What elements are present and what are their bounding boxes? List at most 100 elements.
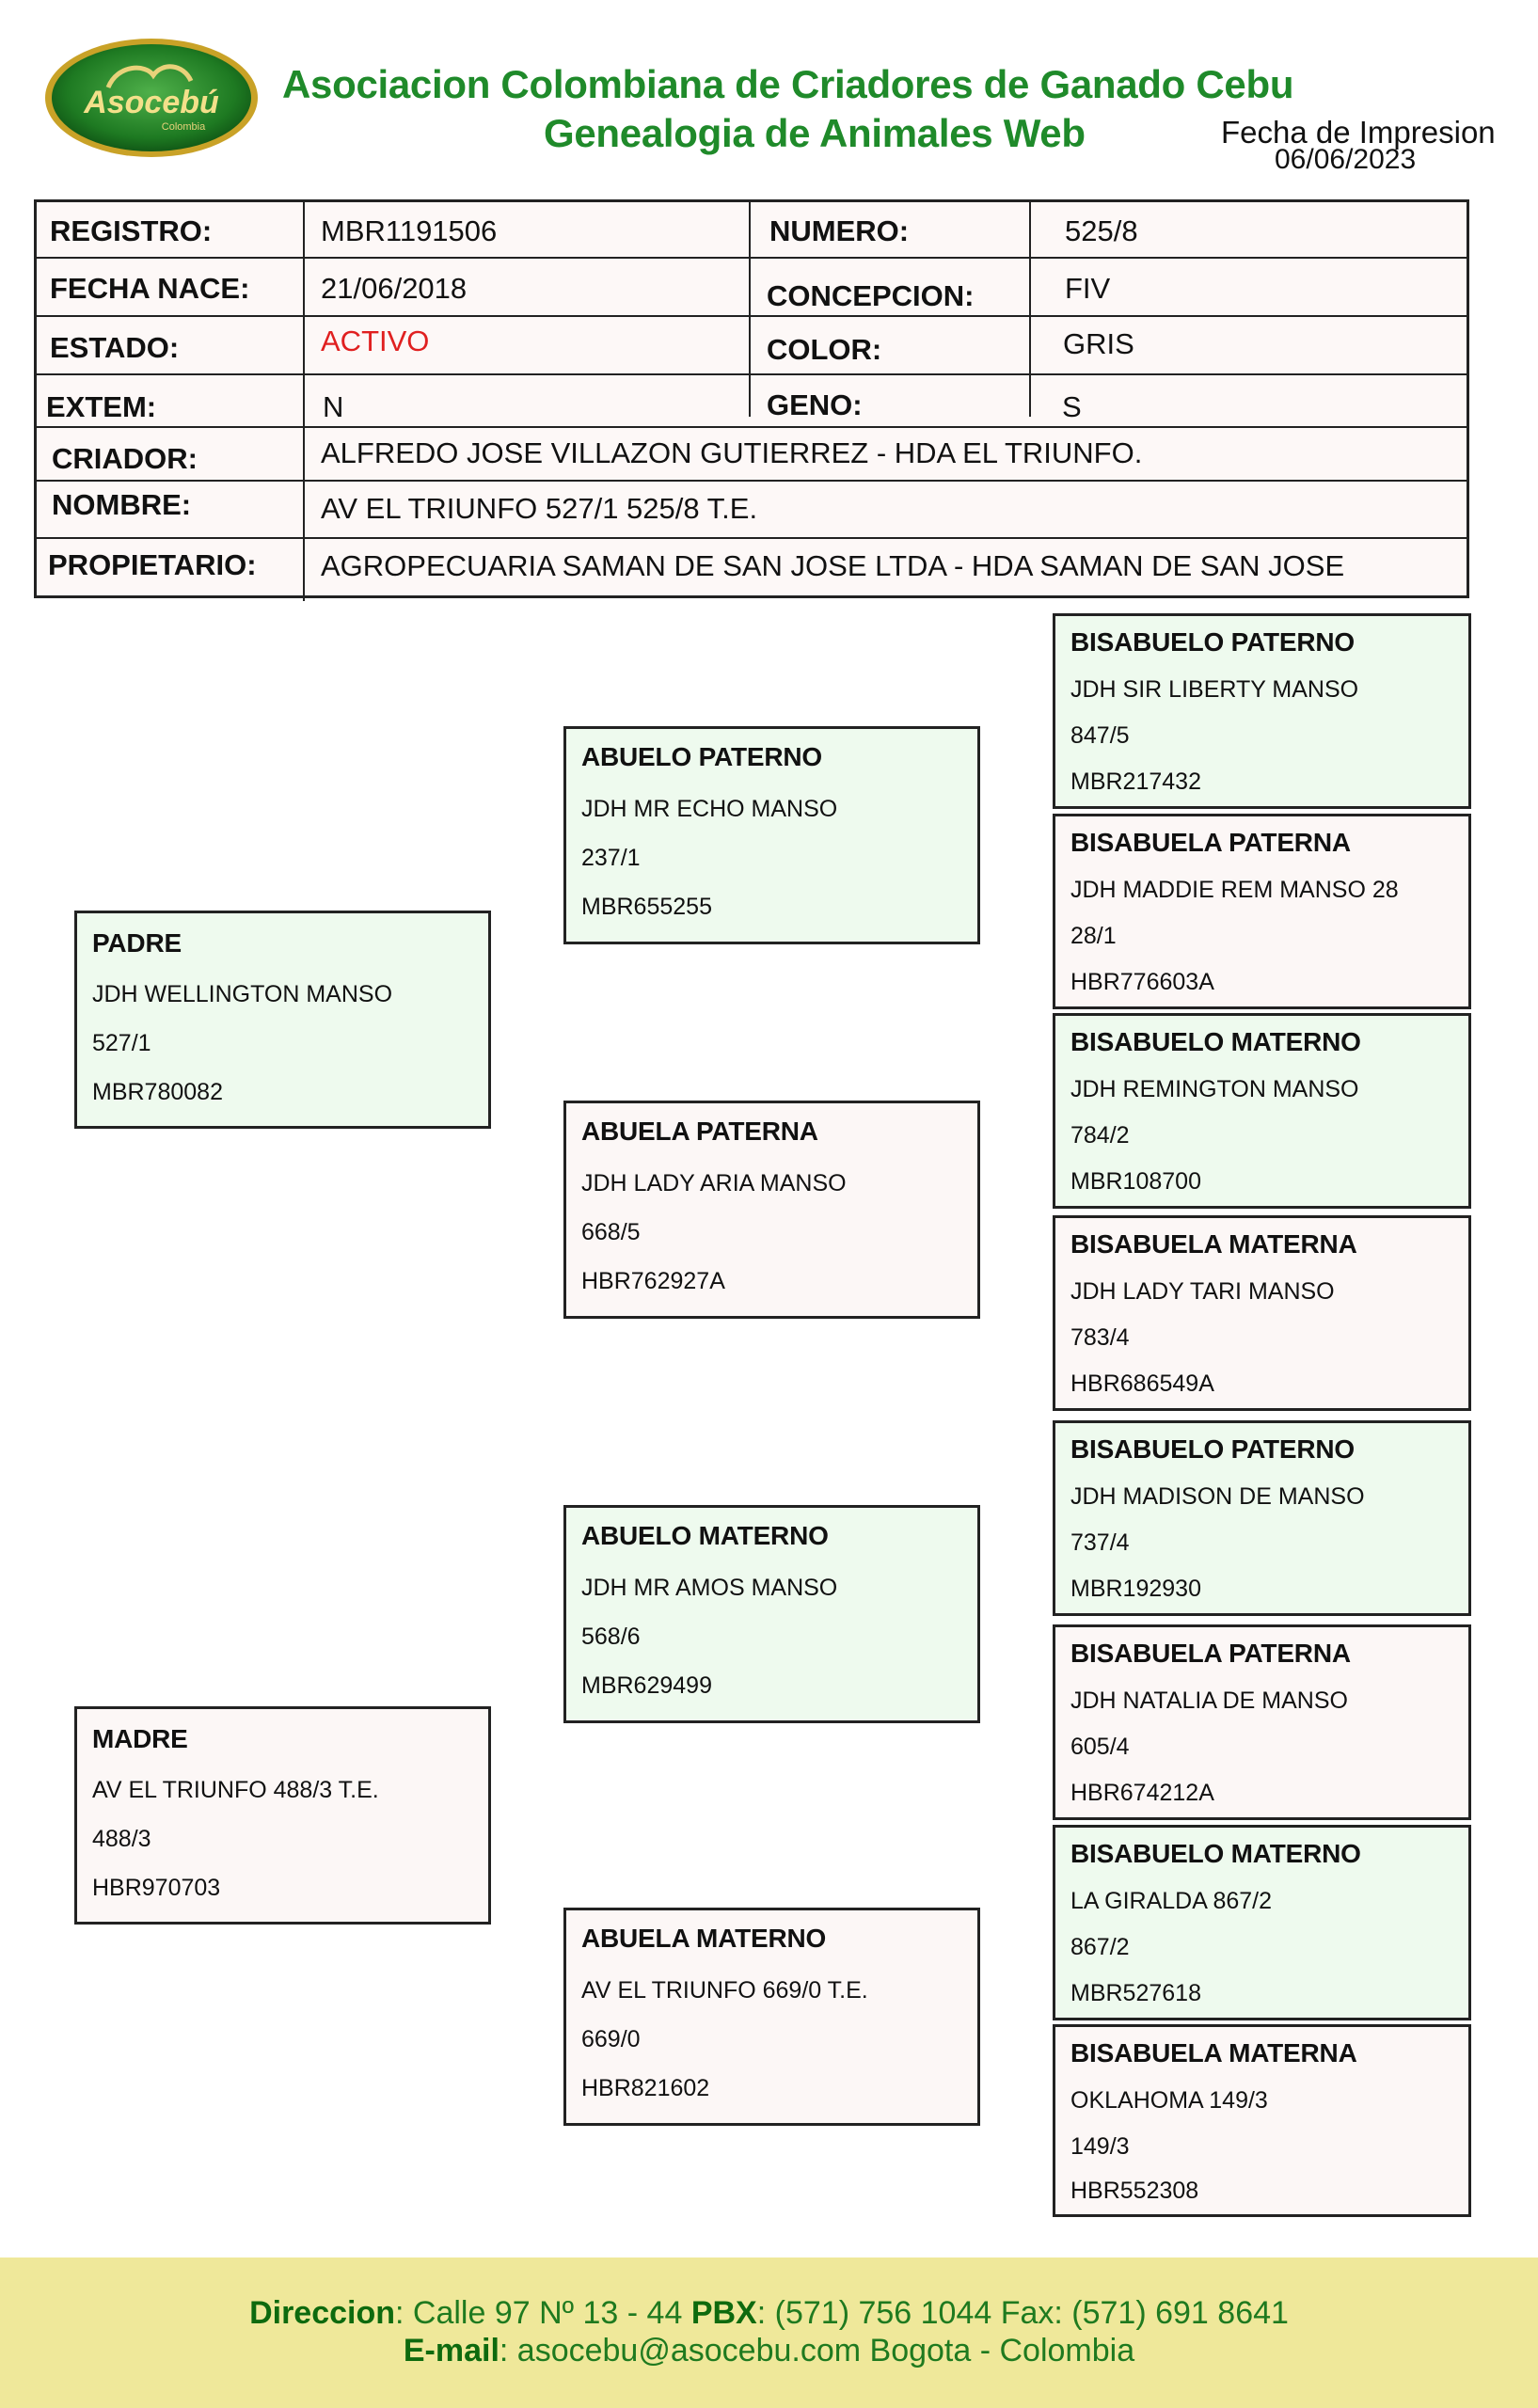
card-name: JDH MADISON DE MANSO: [1070, 1483, 1365, 1510]
card-title: BISABUELO MATERNO: [1070, 1027, 1361, 1056]
card-name: LA GIRALDA 867/2: [1070, 1888, 1273, 1914]
table-divider: [1029, 202, 1031, 417]
card-name: JDH MADDIE REM MANSO 28: [1070, 877, 1399, 903]
card-title: ABUELA MATERNO: [581, 1924, 827, 1953]
card-title: ABUELO PATERNO: [581, 742, 822, 771]
card-registro: MBR192930: [1070, 1576, 1201, 1602]
card-name: JDH MR ECHO MANSO: [581, 796, 838, 822]
pbx-value: : (571) 756 1044 Fax: (571) 691 8641: [756, 2295, 1289, 2331]
logo-text: Asocebú: [83, 85, 219, 120]
table-divider: [37, 426, 1467, 428]
card-title: BISABUELA MATERNA: [1070, 1229, 1357, 1259]
card-number: 488/3: [92, 1826, 151, 1852]
registro-value: MBR1191506: [321, 214, 498, 247]
email-value[interactable]: : asocebu@asocebu.com Bogota - Colombia: [499, 2333, 1135, 2368]
print-date-label: Fecha de Impresion: [1221, 115, 1496, 150]
card-title: MADRE: [92, 1724, 188, 1753]
card-number: 847/5: [1070, 722, 1130, 749]
bisabuela-card: BISABUELA MATERNA JDH LADY TARI MANSO 78…: [1053, 1215, 1471, 1411]
table-divider: [303, 202, 305, 601]
extem-label: EXTEM:: [46, 390, 157, 423]
card-number: 784/2: [1070, 1122, 1130, 1149]
card-registro: HBR970703: [92, 1875, 221, 1901]
card-name: JDH LADY TARI MANSO: [1070, 1278, 1335, 1305]
card-title: BISABUELA MATERNA: [1070, 2038, 1357, 2067]
card-name: JDH NATALIA DE MANSO: [1070, 1687, 1348, 1714]
color-label: COLOR:: [767, 333, 882, 366]
table-divider: [37, 480, 1467, 482]
print-date: 06/06/2023: [1275, 144, 1417, 175]
footer: Direccion: Calle 97 Nº 13 - 44 PBX: (571…: [0, 2258, 1538, 2408]
card-number: 668/5: [581, 1219, 641, 1245]
color-value: GRIS: [1063, 327, 1134, 360]
bisabuelo-card: BISABUELO MATERNO LA GIRALDA 867/2 867/2…: [1053, 1825, 1471, 2020]
card-registro: MBR780082: [92, 1079, 223, 1105]
registro-label: REGISTRO:: [50, 214, 213, 247]
estado-value: ACTIVO: [321, 325, 430, 357]
abuelo-paterno-card: ABUELO PATERNO JDH MR ECHO MANSO 237/1 M…: [563, 726, 980, 944]
email-label: E-mail: [403, 2333, 499, 2368]
extem-value: N: [323, 390, 344, 423]
card-registro: MBR217432: [1070, 768, 1201, 795]
fecha-nace-value: 21/06/2018: [321, 272, 468, 305]
table-divider: [37, 257, 1467, 259]
geno-value: S: [1062, 390, 1082, 423]
card-registro: MBR527618: [1070, 1980, 1201, 2006]
card-name: JDH WELLINGTON MANSO: [92, 981, 393, 1007]
card-registro: HBR762927A: [581, 1268, 725, 1294]
card-title: ABUELO MATERNO: [581, 1521, 829, 1550]
numero-value: 525/8: [1065, 214, 1138, 247]
card-number: 783/4: [1070, 1324, 1130, 1351]
card-title: BISABUELO MATERNO: [1070, 1839, 1361, 1868]
card-number: 149/3: [1070, 2133, 1130, 2160]
pbx-label: PBX: [690, 2295, 757, 2331]
concepcion-value: FIV: [1065, 272, 1111, 305]
table-divider: [37, 373, 1467, 375]
propietario-label: PROPIETARIO:: [48, 548, 257, 581]
card-name: AV EL TRIUNFO 669/0 T.E.: [581, 1977, 868, 2004]
card-registro: HBR552308: [1070, 2178, 1199, 2204]
numero-label: NUMERO:: [769, 214, 910, 247]
abuela-paterna-card: ABUELA PATERNA JDH LADY ARIA MANSO 668/5…: [563, 1101, 980, 1319]
page-title: Genealogia de Animales Web: [544, 111, 1086, 155]
estado-label: ESTADO:: [50, 331, 180, 364]
card-registro: MBR629499: [581, 1672, 712, 1699]
card-number: 867/2: [1070, 1934, 1130, 1960]
card-name: JDH REMINGTON MANSO: [1070, 1076, 1359, 1102]
card-registro: MBR108700: [1070, 1168, 1201, 1195]
card-number: 669/0: [581, 2026, 641, 2052]
footer-address-line: Direccion: Calle 97 Nº 13 - 44 PBX: (571…: [0, 2295, 1538, 2332]
propietario-value: AGROPECUARIA SAMAN DE SAN JOSE LTDA - HD…: [321, 549, 1345, 582]
fecha-nace-label: FECHA NACE:: [50, 272, 250, 305]
card-title: PADRE: [92, 928, 182, 958]
card-registro: HBR776603A: [1070, 969, 1214, 995]
org-title: Asociacion Colombiana de Criadores de Ga…: [282, 62, 1294, 106]
geno-label: GENO:: [767, 388, 863, 421]
logo-subtext: Colombia: [162, 121, 206, 133]
card-number: 28/1: [1070, 923, 1117, 949]
abuelo-materno-card: ABUELO MATERNO JDH MR AMOS MANSO 568/6 M…: [563, 1505, 980, 1723]
table-divider: [749, 202, 751, 417]
card-registro: HBR686549A: [1070, 1370, 1214, 1397]
card-title: BISABUELA PATERNA: [1070, 1639, 1351, 1668]
card-name: AV EL TRIUNFO 488/3 T.E.: [92, 1777, 379, 1803]
bisabuelo-card: BISABUELO MATERNO JDH REMINGTON MANSO 78…: [1053, 1013, 1471, 1209]
card-title: BISABUELA PATERNA: [1070, 828, 1351, 857]
padre-card: PADRE JDH WELLINGTON MANSO 527/1 MBR7800…: [74, 911, 491, 1129]
animal-info-table: REGISTRO: MBR1191506 NUMERO: 525/8 FECHA…: [34, 199, 1469, 601]
card-title: ABUELA PATERNA: [581, 1117, 818, 1146]
bisabuelo-card: BISABUELO PATERNO JDH SIR LIBERTY MANSO …: [1053, 613, 1471, 809]
table-divider: [37, 315, 1467, 317]
card-name: JDH SIR LIBERTY MANSO: [1070, 676, 1359, 703]
card-registro: MBR655255: [581, 894, 712, 920]
card-title: BISABUELO PATERNO: [1070, 627, 1356, 657]
address-label: Direccion: [249, 2295, 396, 2331]
card-name: JDH LADY ARIA MANSO: [581, 1170, 847, 1196]
abuela-materna-card: ABUELA MATERNO AV EL TRIUNFO 669/0 T.E. …: [563, 1908, 980, 2126]
card-name: OKLAHOMA 149/3: [1070, 2087, 1268, 2114]
card-number: 568/6: [581, 1624, 641, 1650]
bisabuela-card: BISABUELA MATERNA OKLAHOMA 149/3 149/3 H…: [1053, 2024, 1471, 2217]
bisabuelo-card: BISABUELO PATERNO JDH MADISON DE MANSO 7…: [1053, 1420, 1471, 1616]
card-name: JDH MR AMOS MANSO: [581, 1575, 838, 1601]
nombre-label: NOMBRE:: [52, 488, 192, 521]
